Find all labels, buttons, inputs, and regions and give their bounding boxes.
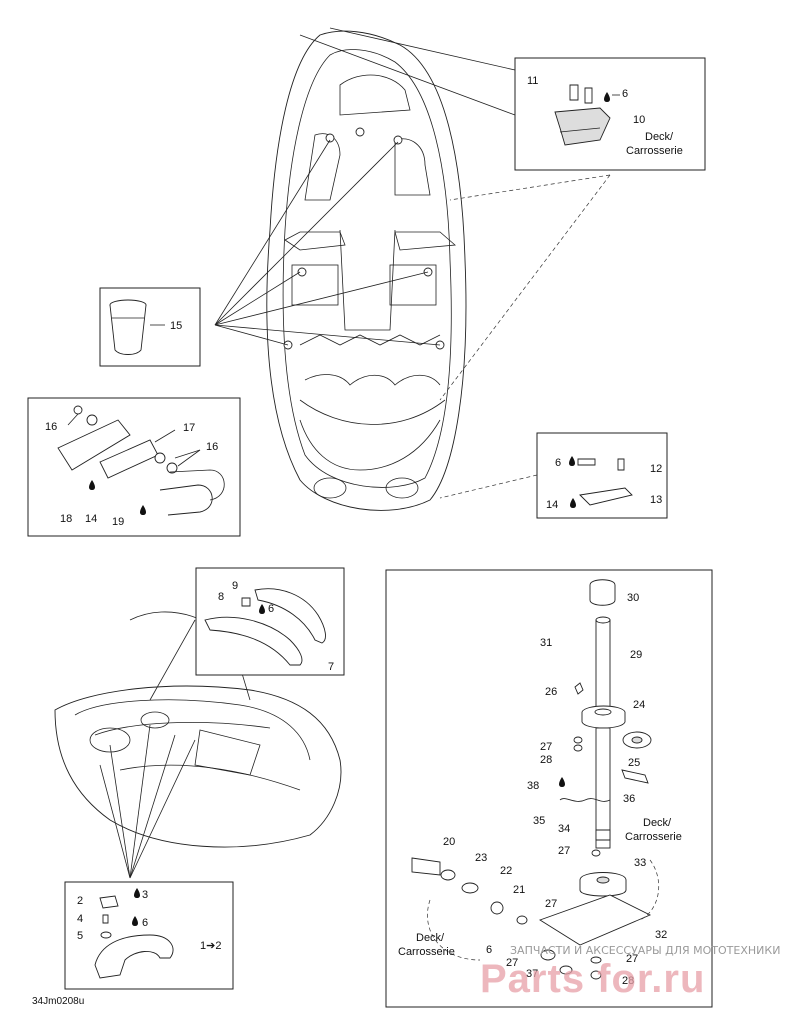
callout-6e: 6	[486, 944, 492, 956]
callout-27d: 27	[506, 957, 518, 969]
callout-6b: 6	[555, 457, 561, 469]
inset-tow-eye	[27, 397, 241, 537]
note-deck-1: Deck/	[645, 131, 674, 143]
callout-6d: 6	[142, 917, 148, 929]
callout-20: 20	[443, 836, 455, 848]
callout-27a: 27	[540, 741, 552, 753]
callout-15: 15	[170, 320, 182, 332]
callout-18: 18	[60, 513, 72, 525]
callout-29: 29	[630, 649, 642, 661]
callout-32: 32	[655, 929, 667, 941]
note-carrosserie-2: Carrosserie	[625, 831, 682, 843]
figure-code: 34Jm0208u	[32, 996, 84, 1007]
callout-28a: 28	[540, 754, 552, 766]
callout-37: 37	[526, 968, 538, 980]
inset-grab-handle	[149, 567, 345, 701]
callout-6a: 6	[622, 88, 628, 100]
callout-16b: 16	[206, 441, 218, 453]
tower-assembly	[385, 569, 713, 1008]
callout-13: 13	[650, 494, 662, 506]
callout-labels: 11 6 10 Deck/ Carrosserie 15 16 17 16 18…	[45, 75, 683, 987]
callout-31: 31	[540, 637, 552, 649]
note-carrosserie-3: Carrosserie	[398, 946, 455, 958]
note-deck-2: Deck/	[643, 817, 672, 829]
callout-27c: 27	[545, 898, 557, 910]
callout-3: 3	[142, 889, 148, 901]
callout-26: 26	[545, 686, 557, 698]
callout-23: 23	[475, 852, 487, 864]
callout-5: 5	[77, 930, 83, 942]
callout-8: 8	[218, 591, 224, 603]
callout-14b: 14	[546, 499, 558, 511]
note-deck-3: Deck/	[416, 932, 445, 944]
inset-cleat	[439, 432, 668, 519]
callout-27b: 27	[558, 845, 570, 857]
callout-33: 33	[634, 857, 646, 869]
inset-hook-plate	[299, 27, 706, 171]
watermark-caption: ЗАПЧАСТИ И АКСЕССУАРЫ ДЛЯ МОТОТЕХНИКИ	[510, 944, 780, 957]
callout-6c: 6	[268, 603, 274, 615]
callout-19: 19	[112, 516, 124, 528]
deck-top-view	[266, 30, 467, 511]
inset-cup-holder	[99, 139, 441, 367]
inset-handle-kit	[64, 881, 234, 990]
callout-38: 38	[527, 780, 539, 792]
callout-34: 34	[558, 823, 570, 835]
callout-30: 30	[627, 592, 639, 604]
callout-2: 2	[77, 895, 83, 907]
callout-10: 10	[633, 114, 645, 126]
callout-28b: 28	[622, 975, 634, 987]
callout-12: 12	[650, 463, 662, 475]
callout-11: 11	[527, 75, 538, 87]
callout-16a: 16	[45, 421, 57, 433]
watermark: ЗАПЧАСТИ И АКСЕССУАРЫ ДЛЯ МОТОТЕХНИКИ Pa…	[480, 944, 780, 1001]
note-carrosserie-1: Carrosserie	[626, 145, 683, 157]
callout-35: 35	[533, 815, 545, 827]
callout-27e: 27	[626, 953, 638, 965]
callout-17: 17	[183, 422, 195, 434]
callout-9: 9	[232, 580, 238, 592]
callout-25: 25	[628, 757, 640, 769]
callout-36: 36	[623, 793, 635, 805]
callout-22: 22	[500, 865, 512, 877]
callout-7: 7	[328, 661, 334, 673]
callout-21: 21	[513, 884, 525, 896]
callout-4: 4	[77, 913, 83, 925]
watermark-logo: Parts for.ru	[480, 957, 705, 1001]
note-arrow-1-2: 1➔2	[200, 940, 221, 952]
callout-14a: 14	[85, 513, 97, 525]
callout-24: 24	[633, 699, 645, 711]
